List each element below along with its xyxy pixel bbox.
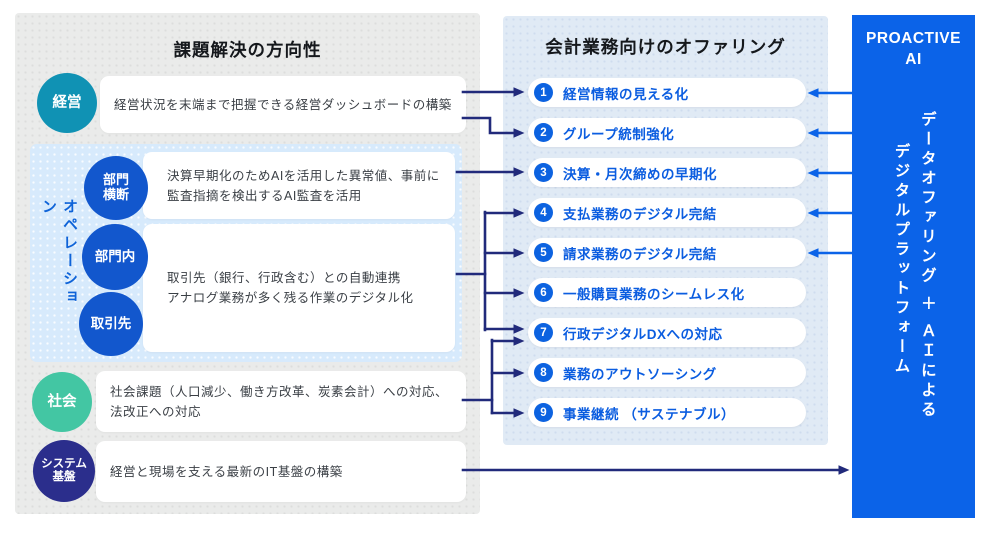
torihikisaki-circle-badge: 取引先 [79,292,143,356]
proactive-ai-title: PROACTIVE AI [852,29,975,71]
proactive-ai-title-line2: AI [905,50,922,68]
offering-label: 支払業務のデジタル完結 [563,206,717,222]
bumon-odan-card-text: 決算早期化のためAIを活用した異常値、事前に 監査指摘を検出するAI監査を活用 [167,168,440,203]
offering-pill-6: 6 一般購買業務のシームレス化 [528,278,806,307]
bumonnai-torihikisaki-card-text: 取引先（銀行、行政含む）との自動連携 アナログ業務が多く残る作業のデジタル化 [167,271,414,305]
offering-number-badge: 4 [534,203,553,222]
bumonnai-torihikisaki-card: 取引先（銀行、行政含む）との自動連携 アナログ業務が多く残る作業のデジタル化 [143,224,455,352]
shakai-circle-badge: 社会 [32,372,92,432]
offering-number-badge: 5 [534,243,553,262]
offering-label: グループ統制強化 [563,126,675,142]
shakai-card: 社会課題（人口減少、働き方改革、炭素会計）への対応、法改正への対応 [96,371,466,432]
shakai-badge-label: 社会 [47,393,77,410]
bumon-odan-badge-line1: 部門 [102,172,129,188]
operations-vertical-label: オペレーション [40,198,78,307]
offering-pill-8: 8 業務のアウトソーシング [528,358,806,387]
bumon-odan-card: 決算早期化のためAIを活用した異常値、事前に 監査指摘を検出するAI監査を活用 [143,152,455,219]
offering-pill-1: 1 経営情報の見える化 [528,78,806,107]
keiei-card-text: 経営状況を末端まで把握できる経営ダッシュボードの構築 [114,97,452,112]
system-kiban-card-text: 経営と現場を支える最新のIT基盤の構築 [110,464,343,479]
left-panel-title: 課題解決の方向性 [173,40,322,60]
offering-pill-4: 4 支払業務のデジタル完結 [528,198,806,227]
system-kiban-badge-line1: システム [41,457,87,470]
offering-pill-3: 3 決算・月次締めの早期化 [528,158,806,187]
offering-pill-2: 2 グループ統制強化 [528,118,806,147]
offering-number-badge: 9 [534,403,553,422]
offerings-panel-title: 会計業務向けのオファリング [545,37,786,57]
keiei-circle-badge: 経営 [37,73,97,133]
keiei-badge-label: 経営 [52,94,82,111]
offering-label: 請求業務のデジタル完結 [563,246,717,262]
proactive-ai-title-line1: PROACTIVE [866,30,961,47]
shakai-card-text: 社会課題（人口減少、働き方改革、炭素会計）への対応、法改正への対応 [110,384,449,419]
bumon-odan-circle-badge: 部門 横断 [84,156,148,220]
operations-section: オペレーション 決算早期化のためAIを活用した異常値、事前に 監査指摘を検出する… [30,144,462,362]
keiei-card: 経営状況を末端まで把握できる経営ダッシュボードの構築 [100,76,466,133]
offering-pill-7: 7 行政デジタルDXへの対応 [528,318,806,347]
offering-pill-9: 9 事業継続 （サステナブル） [528,398,806,427]
offerings-panel: 会計業務向けのオファリング 1 経営情報の見える化 2 グループ統制強化 3 決… [503,16,828,445]
offering-label: 事業継続 （サステナブル） [563,406,735,422]
offering-label: 行政デジタルDXへの対応 [563,326,723,342]
bumonnai-badge-label: 部門内 [94,249,136,265]
torihikisaki-badge-label: 取引先 [90,316,132,332]
problem-solving-panel: 課題解決の方向性 経営 経営状況を末端まで把握できる経営ダッシュボードの構築 オ… [15,13,480,514]
offering-number-badge: 2 [534,123,553,142]
offering-number-badge: 7 [534,323,553,342]
offering-pill-5: 5 請求業務のデジタル完結 [528,238,806,267]
platform-vertical-text: データオファリング ＋ ＡＩによる デジタルプラットフォーム [887,111,940,420]
offering-label: 業務のアウトソーシング [563,366,717,382]
platform-vertical-text-col2: デジタルプラットフォーム [892,143,910,377]
offering-number-badge: 6 [534,283,553,302]
offering-number-badge: 3 [534,163,553,182]
platform-vertical-text-col1: データオファリング ＋ ＡＩによる [918,111,936,421]
offering-label: 一般購買業務のシームレス化 [563,286,745,302]
offering-number-badge: 8 [534,363,553,382]
offering-number-badge: 1 [534,83,553,102]
bumonnai-circle-badge: 部門内 [82,224,148,290]
offering-label: 決算・月次締めの早期化 [563,166,717,182]
offering-label: 経営情報の見える化 [563,86,689,102]
system-kiban-card: 経営と現場を支える最新のIT基盤の構築 [96,441,466,502]
proactive-ai-panel: PROACTIVE AI データオファリング ＋ ＡＩによる デジタルプラットフ… [852,15,975,518]
system-kiban-circle-badge: システム 基盤 [33,440,95,502]
bumon-odan-badge-line2: 横断 [102,187,129,202]
system-kiban-badge-line2: 基盤 [52,471,76,483]
